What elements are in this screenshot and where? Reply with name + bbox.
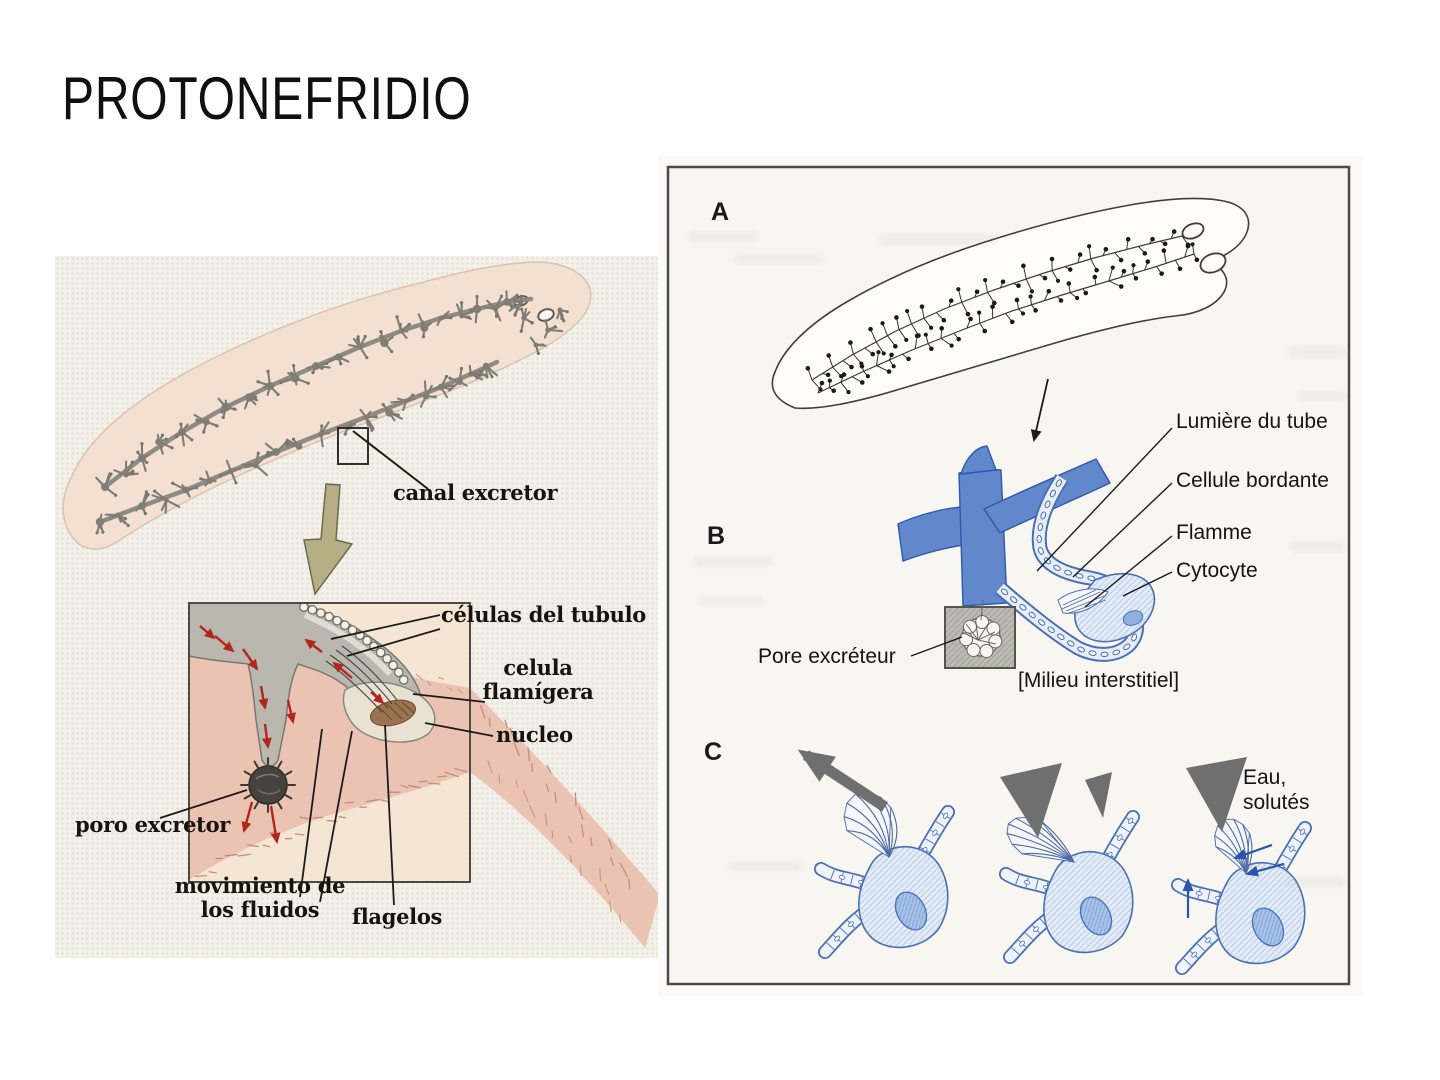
flamme-lines (1061, 589, 1107, 614)
canal-lumen-highlight (303, 612, 393, 677)
label-cytocyte: Cytocyte (1176, 559, 1258, 582)
bleedthrough-smudge (1298, 391, 1348, 401)
panel-letter-a: A (711, 198, 730, 226)
outflow-arrow-icon (797, 749, 889, 812)
bleedthrough-smudge (1286, 876, 1346, 887)
fluid-flow-arrows (199, 625, 385, 844)
flame-cell-network-dots (805, 229, 1200, 395)
flame-cell-unit (999, 810, 1140, 964)
label-cellule-bordante: Cellule bordante (1176, 469, 1329, 492)
bleedthrough-smudge (698, 596, 763, 606)
label-movimiento-line: movimiento de (174, 873, 346, 898)
pore-flower-icon (959, 599, 1003, 658)
label-fluidos-line: los fluidos (200, 897, 320, 923)
label-celula-flamigera: celula flamígera (477, 655, 599, 705)
label-celulas-del-tubulo: células del tubulo (441, 602, 646, 627)
panel-letter-c: C (704, 738, 723, 766)
label-pore-excreteur: Pore excréteur (758, 645, 896, 668)
label-eau-line: Eau, (1243, 766, 1287, 789)
label-nucleo: nucleo (496, 722, 573, 747)
bleedthrough-smudge (878, 234, 998, 245)
nucleus-hatch (377, 701, 415, 721)
pressure-arrow-icon (1186, 757, 1247, 832)
right-figure-protonephridium-fr (658, 156, 1362, 996)
panel-a-to-b-arrow (1030, 378, 1049, 442)
label-flamigera-line: flamígera (482, 679, 594, 705)
bleedthrough-smudge (688, 231, 758, 242)
panel-c-arrows (797, 749, 1285, 918)
left-figure-illustration (62, 261, 660, 948)
flagella-lines (325, 645, 398, 713)
pressure-arrow-small-icon (1085, 772, 1112, 818)
flame-cell-unit (814, 791, 955, 959)
label-milieu-interstitiel: [Milieu interstitiel] (1018, 669, 1180, 692)
bleedthrough-smudge (728, 861, 803, 871)
label-solutes-line: solutés (1243, 791, 1310, 815)
label-celula-line: celula (503, 655, 573, 680)
tubule-cells-beads (299, 602, 409, 685)
bleedthrough-smudge (693, 556, 773, 567)
panel-c-flame-cell-sequence (814, 791, 1312, 975)
label-lumiere-du-tube: Lumière du tube (1176, 410, 1328, 433)
left-figure-protonephridium-es (55, 256, 660, 958)
panel-a-planaria (771, 197, 1250, 442)
page-title: PROTONEFRIDIO (62, 65, 472, 132)
zoom-arrow-icon (303, 483, 354, 596)
excretory-pore-icon (240, 757, 296, 813)
water-solute-arrows (1182, 843, 1285, 918)
label-poro-excretor: poro excretor (75, 812, 231, 837)
bleedthrough-smudge (1290, 541, 1345, 552)
label-movimiento-fluidos: movimiento de los fluidos (165, 873, 355, 923)
label-leader-lines (159, 614, 494, 906)
detail-box-border (188, 602, 471, 883)
flamme-shape (1057, 588, 1109, 614)
planaria-eye-icon (1199, 252, 1227, 274)
flame-cell-detail-inset (188, 602, 660, 948)
label-canal-excretor: canal excretor (393, 480, 558, 505)
panel-b-tubule-detail (897, 427, 1173, 669)
excretory-canal-network (95, 290, 569, 535)
bleedthrough-smudge (733, 254, 823, 264)
cytocyte-nucleus (1122, 610, 1144, 626)
right-figure-illustration (666, 165, 1351, 986)
planaria-eye-icon (1181, 222, 1205, 240)
label-flagelos: flagelos (352, 904, 443, 929)
canal-excretor-leader-line (352, 430, 429, 490)
panel-letter-b: B (707, 522, 726, 550)
pressure-arrow-icon (1000, 763, 1062, 838)
planaria-eye-icon (537, 308, 555, 322)
label-flamme: Flamme (1176, 521, 1252, 544)
label-leader-lines (910, 427, 1173, 657)
bleedthrough-smudge (1288, 346, 1348, 358)
label-eau-solutes: Eau, solutés (1243, 765, 1310, 815)
zoom-region-box (337, 427, 369, 465)
